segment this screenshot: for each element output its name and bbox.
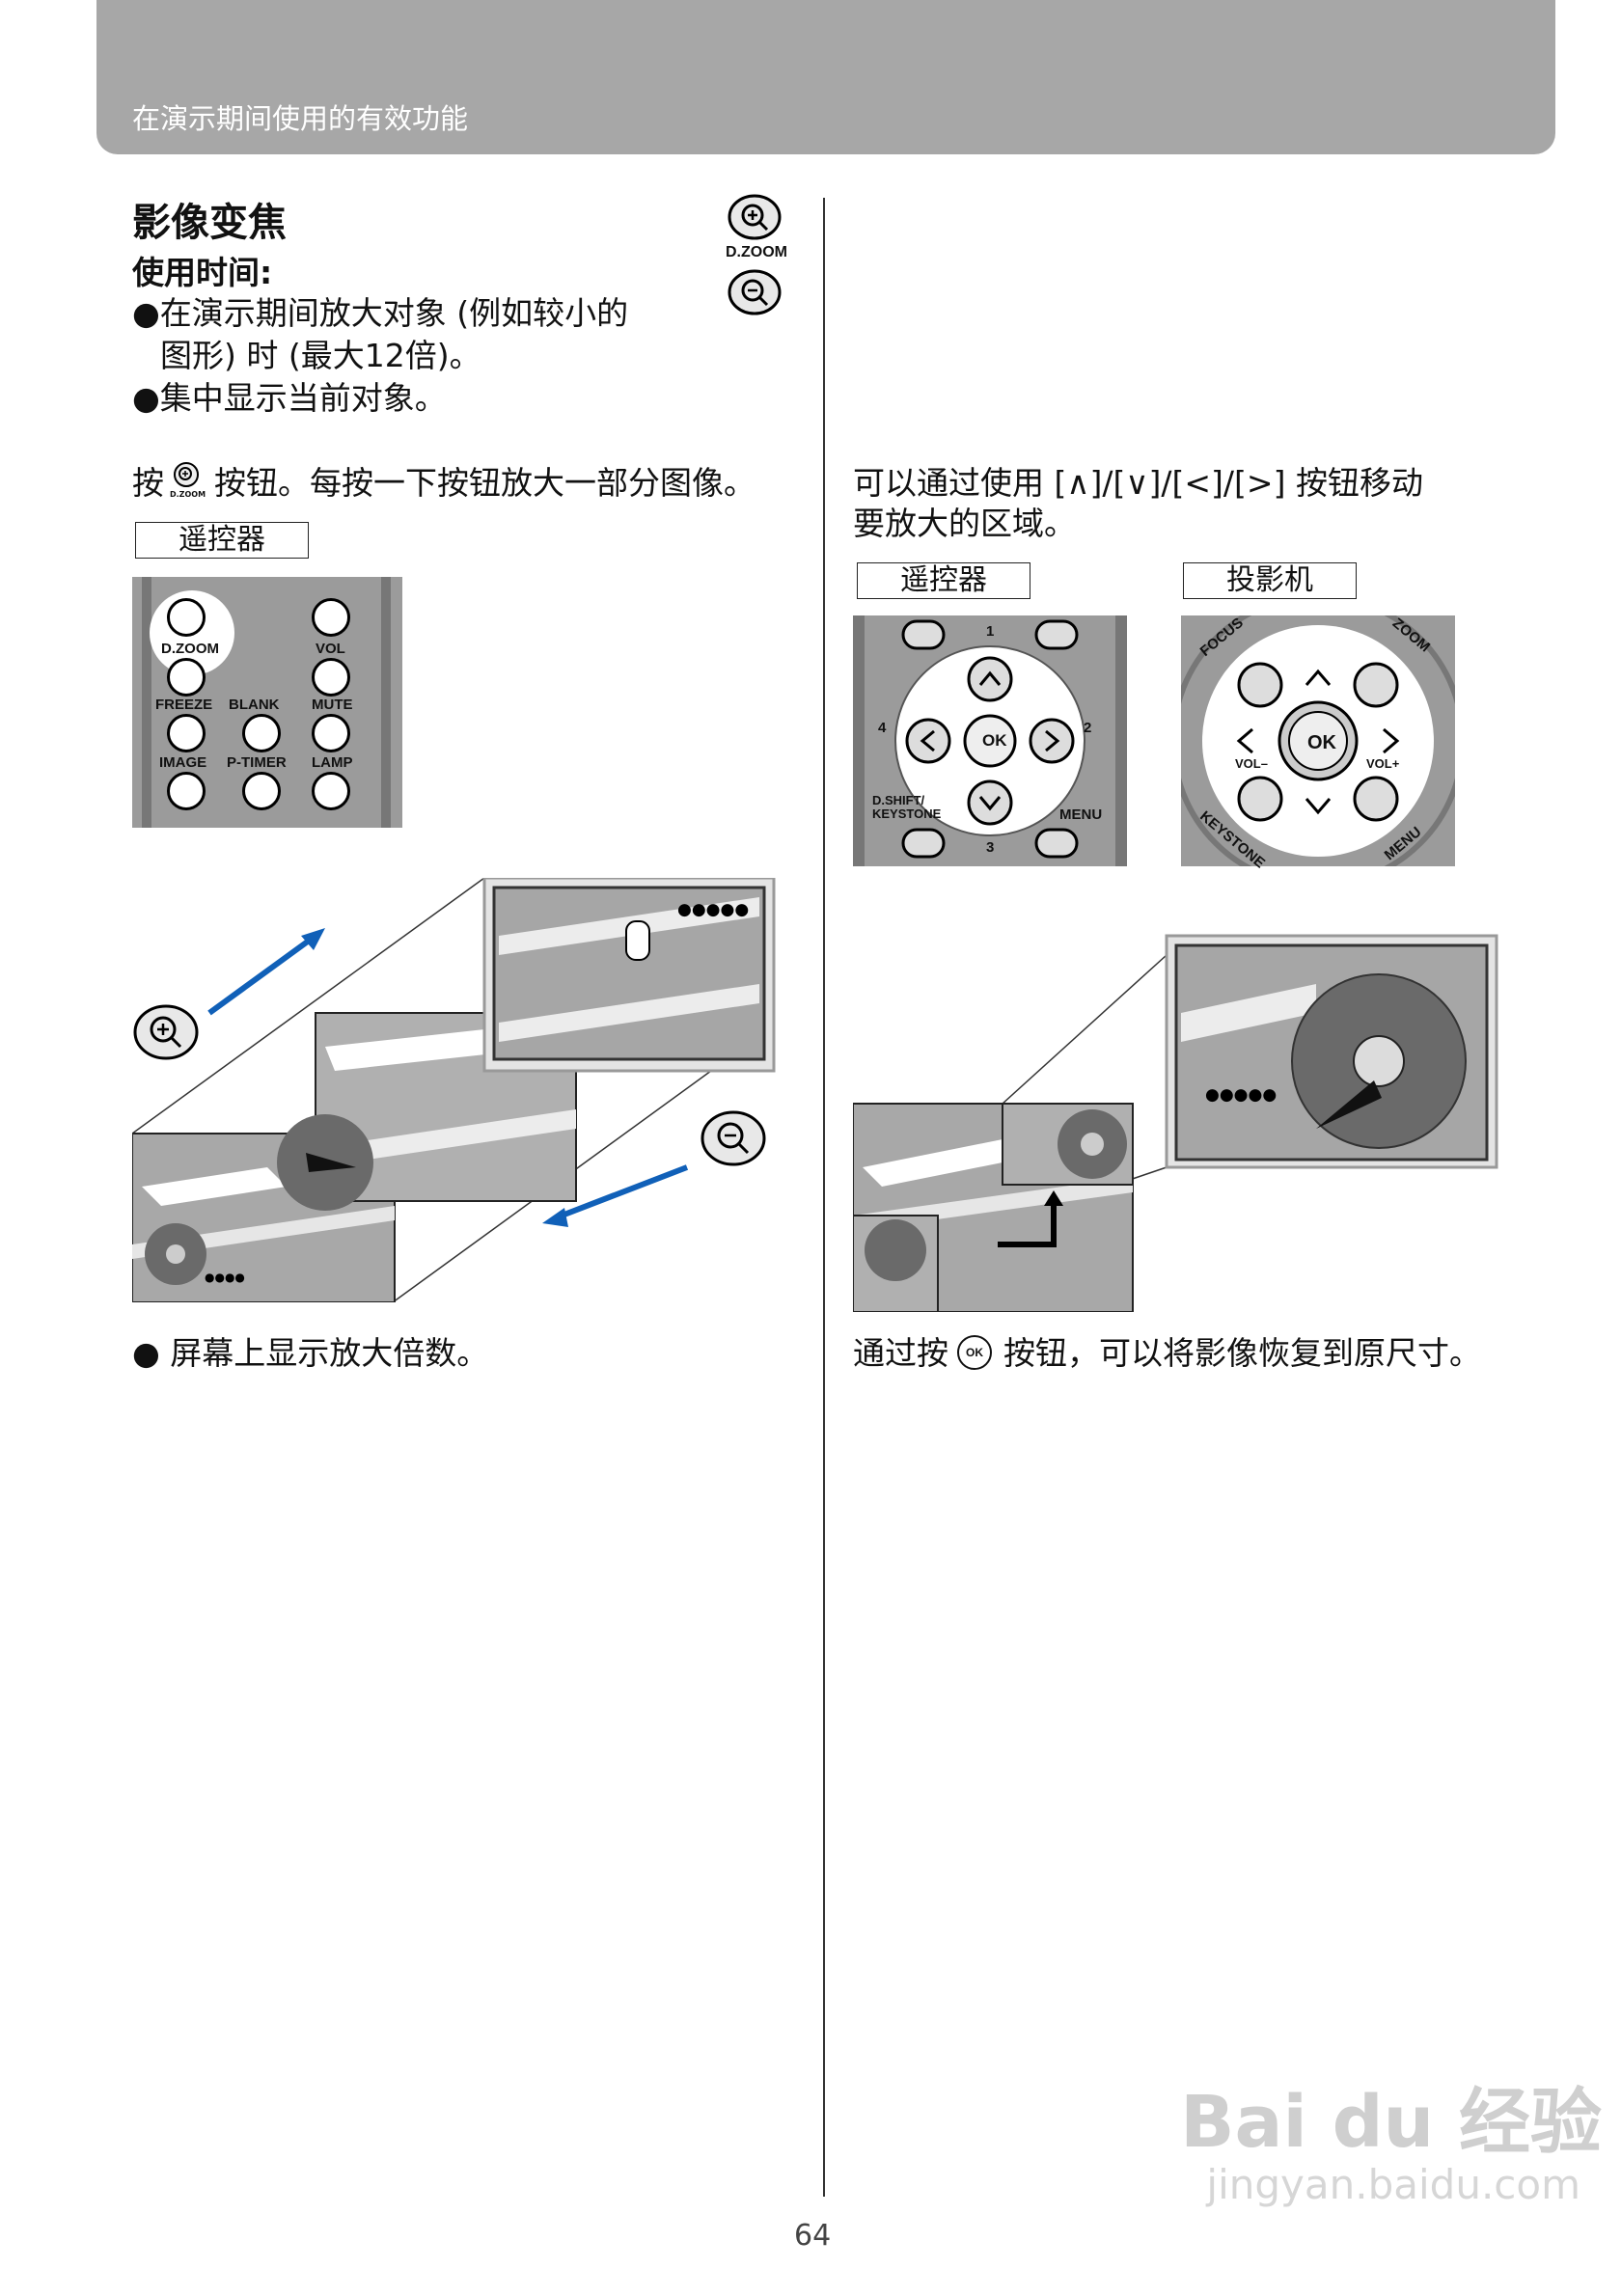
remote-dshift-label: D.SHIFT/: [872, 793, 924, 807]
right-instruction-line2: 要放大的区域。: [853, 502, 1076, 546]
remote-ok-label: OK: [982, 731, 1007, 751]
pan-screen-dots: ●●●●●: [1205, 1085, 1277, 1105]
blank-button: [242, 714, 281, 752]
remote-label-lamp: LAMP: [312, 754, 353, 771]
remote-label-blank: BLANK: [229, 697, 280, 713]
dzoom-out-button: [167, 658, 206, 697]
dzoom-label: D.ZOOM: [726, 244, 783, 261]
big-screen-dots: ●●●●●: [677, 900, 749, 919]
vol-up-button: [312, 598, 350, 637]
left-instruction-pre: 按: [132, 461, 164, 506]
lamp-button: [312, 772, 350, 810]
pan-illustration: ●●●●●: [853, 926, 1509, 1312]
bullet-1: ●在演示期间放大对象 (例如较小的: [132, 291, 628, 336]
remote-num-1: 1: [986, 623, 994, 640]
projector-volp-label: VOL+: [1366, 756, 1399, 771]
remote-control-image: D.ZOOM VOL FREEZE BLANK MUTE IMAGE P-TIM…: [132, 577, 402, 828]
remote-menu-label: MENU: [1059, 806, 1102, 823]
remote-edge-right: [381, 577, 391, 828]
remote-keystone-label: KEYSTONE: [872, 806, 941, 821]
remote-label-image: IMAGE: [159, 754, 206, 771]
left-instruction-post: 按钮。每按一下按钮放大一部分图像。: [214, 461, 756, 506]
freeze-button: [167, 714, 206, 752]
projector-ok-label: OK: [1307, 732, 1336, 754]
remote-label-vol: VOL: [316, 641, 345, 657]
watermark-brand: Bai du 经验: [1180, 2064, 1602, 2168]
tag-remote-right: 遥控器: [857, 562, 1030, 599]
remote-num-4: 4: [878, 720, 886, 736]
mute-button: [312, 714, 350, 752]
zoom-illustration: ●●●● ●●●●●: [132, 878, 788, 1302]
header-title: 在演示期间使用的有效功能: [132, 96, 468, 137]
remote-label-ptimer: P-TIMER: [227, 754, 287, 771]
column-divider: [823, 198, 825, 2197]
remote-label-dzoom: D.ZOOM: [161, 641, 219, 657]
remote-edge-left: [142, 577, 151, 828]
small-dots: ●●●●: [205, 1271, 245, 1284]
ptimer-button: [242, 772, 281, 810]
page-number: 64: [794, 2219, 831, 2253]
section-title: 影像变焦: [132, 191, 287, 247]
tag-remote-left: 遥控器: [135, 522, 309, 559]
bullet-2: ●集中显示当前对象。: [132, 376, 447, 421]
dzoom-in-button: [167, 598, 206, 637]
vol-down-button: [312, 658, 350, 697]
restore-pre: 通过按: [853, 1331, 948, 1376]
magnification-note: ● 屏幕上显示放大倍数。: [132, 1331, 488, 1376]
projector-volm-label: VOL–: [1235, 756, 1268, 771]
bullet-1-cont: 图形) 时 (最大12倍)。: [160, 334, 481, 378]
zoom-in-small-label: D.ZOOM: [170, 490, 205, 499]
remote-label-freeze: FREEZE: [155, 697, 212, 713]
remote-num-3: 3: [986, 839, 994, 856]
watermark-url: jingyan.baidu.com: [1206, 2161, 1580, 2208]
ok-button-icon: OK: [957, 1335, 992, 1370]
image-button: [167, 772, 206, 810]
remote-num-2: 2: [1084, 720, 1091, 736]
tag-projector: 投影机: [1183, 562, 1357, 599]
remote-label-mute: MUTE: [312, 697, 353, 713]
when-label: 使用时间:: [132, 247, 272, 293]
restore-post: 按钮，可以将影像恢复到原尺寸。: [1003, 1331, 1481, 1376]
right-instruction-line1: 可以通过使用 [∧]/[∨]/[<]/[>] 按钮移动: [853, 461, 1423, 506]
